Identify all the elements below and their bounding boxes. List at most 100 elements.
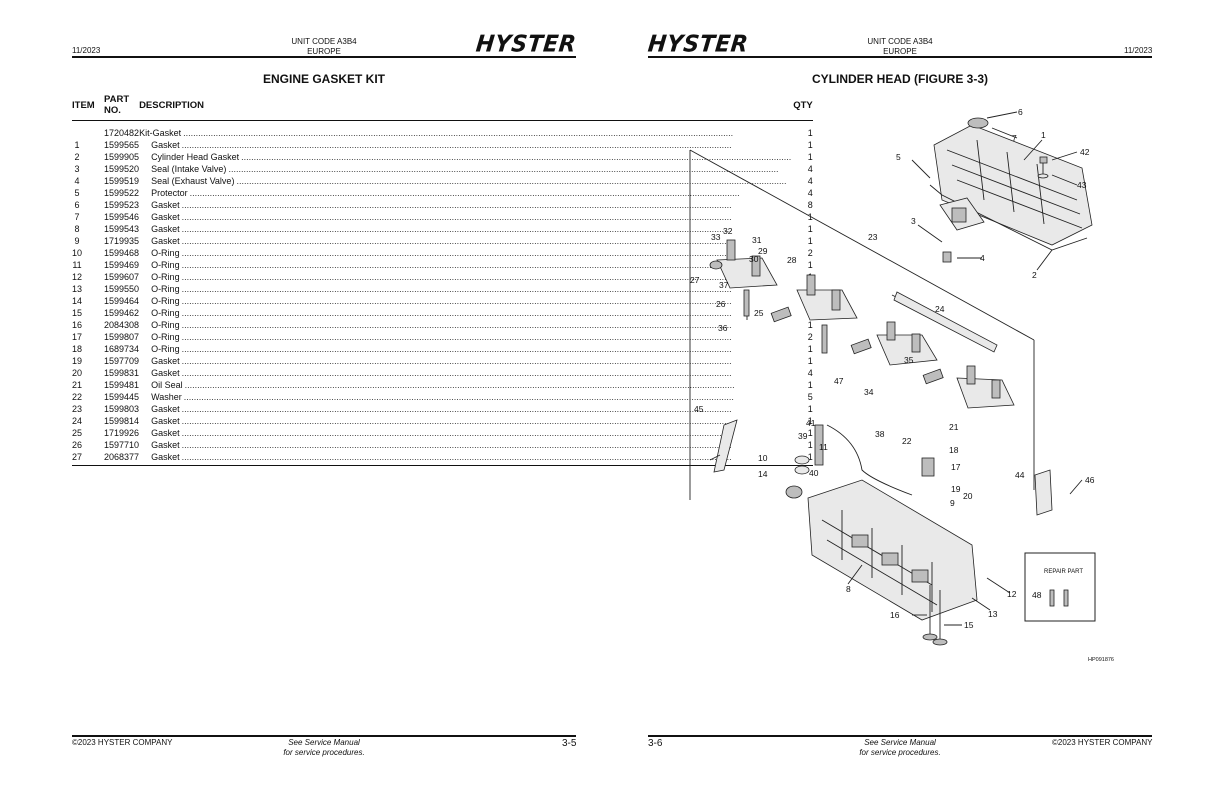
description-text: O-Ring: [151, 344, 180, 354]
cell-item: 18: [72, 344, 83, 354]
cell-qty: 1: [807, 260, 813, 270]
callout-leaders: [709, 111, 1083, 626]
cell-description: O-Ring..................................…: [139, 343, 793, 355]
cell-qty: 2: [807, 248, 813, 258]
cell-description: O-Ring..................................…: [139, 331, 793, 343]
cell-item: 26: [72, 440, 83, 450]
callout-33: 33: [711, 232, 721, 242]
cell-part-number: 1719926: [104, 428, 140, 438]
cell-description: Gasket..................................…: [139, 415, 793, 427]
cell-part-number: 1599462: [104, 308, 140, 318]
hyster-logo: HYSTER: [474, 31, 578, 58]
description-text: Cylinder Head Gasket: [151, 152, 240, 162]
description-text: Gasket: [151, 200, 180, 210]
callout-2: 2: [1032, 270, 1037, 280]
footer-copyright: ©2023 HYSTER COMPANY: [72, 738, 173, 747]
cell-description: Gasket..................................…: [139, 451, 794, 466]
injector-assembly: [785, 424, 824, 499]
callout-13: 13: [988, 609, 998, 619]
cell-part-number: 2068377: [104, 451, 140, 466]
left-page: 11/2023 UNIT CODE A3B4 EUROPE HYSTER ENG…: [72, 31, 813, 757]
dot-leader: ........................................…: [183, 128, 734, 138]
footer-rule: [72, 735, 576, 737]
callout-5: 5: [896, 152, 901, 162]
dot-leader: ........................................…: [181, 200, 732, 210]
description-text: Gasket: [151, 368, 180, 378]
description-text: O-Ring: [151, 320, 180, 330]
cell-qty: 1: [807, 212, 813, 222]
dot-leader: ........................................…: [181, 404, 732, 414]
dot-leader: ........................................…: [181, 212, 732, 222]
description-text: Gasket: [151, 224, 180, 234]
cell-qty: 1: [807, 344, 813, 354]
cell-qty: 1: [807, 416, 813, 426]
region-text: EUROPE: [883, 47, 917, 56]
callout-1: 1: [1041, 130, 1046, 140]
cell-qty: 4: [807, 164, 813, 174]
cell-part-number: 1599469: [104, 260, 140, 270]
cell-part-number: 1719935: [104, 236, 140, 246]
dot-leader: ........................................…: [189, 188, 740, 198]
cell-item: 13: [72, 284, 83, 294]
page-number: 3-6: [648, 738, 663, 749]
col-header-desc: DESCRIPTION: [139, 94, 794, 121]
description-text: O-Ring: [151, 308, 180, 318]
cylinder-head-exploded-diagram: 1234567891011121314151617181920212223242…: [689, 107, 1114, 663]
cell-qty: 1: [807, 128, 813, 138]
rocker-arm-group-1: [709, 239, 778, 320]
description-text: Gasket: [151, 452, 180, 462]
cell-item: 5: [74, 188, 80, 198]
cell-item: 6: [74, 200, 80, 210]
cell-description: O-Ring..................................…: [139, 307, 793, 319]
cell-item: 21: [72, 380, 83, 390]
cell-qty: 1: [807, 404, 813, 414]
cell-part-number: 1720482: [104, 128, 140, 138]
cell-part-number: 1599905: [104, 152, 140, 162]
cell-part-number: 1599481: [104, 380, 140, 390]
callout-21: 21: [949, 422, 959, 432]
dot-leader: ........................................…: [184, 380, 735, 390]
header-rule: [72, 56, 576, 58]
cell-item: 7: [74, 212, 80, 222]
header-unit-code: UNIT CODE A3B4 EUROPE: [254, 37, 394, 57]
cell-description: Gasket..................................…: [139, 235, 793, 247]
description-text: Gasket: [151, 212, 180, 222]
callout-27: 27: [690, 275, 700, 285]
callout-38: 38: [875, 429, 885, 439]
cell-description: Gasket..................................…: [139, 355, 793, 367]
cell-qty: 1: [807, 152, 813, 162]
cell-part-number: 1599565: [104, 140, 140, 150]
unit-code-text: UNIT CODE A3B4: [867, 37, 933, 46]
cell-part-number: 1599519: [104, 176, 140, 186]
callout-22: 22: [902, 436, 912, 446]
cell-part-number: 1599807: [104, 332, 140, 342]
footer-copyright: ©2023 HYSTER COMPANY: [1052, 738, 1153, 747]
cell-item: 25: [72, 428, 83, 438]
cell-qty: 1: [807, 320, 813, 330]
cylinder-head-block: [807, 479, 978, 621]
callout-48: 48: [1032, 590, 1042, 600]
cell-part-number: 1599445: [104, 392, 140, 402]
cell-qty: 1: [807, 224, 813, 234]
callout-8: 8: [846, 584, 851, 594]
cell-description: O-Ring..................................…: [139, 319, 793, 331]
callout-30: 30: [749, 254, 759, 264]
description-text: Gasket: [151, 404, 180, 414]
cell-part-number: 1599464: [104, 296, 140, 306]
callout-18: 18: [949, 445, 959, 455]
cell-qty: 4: [807, 368, 813, 378]
